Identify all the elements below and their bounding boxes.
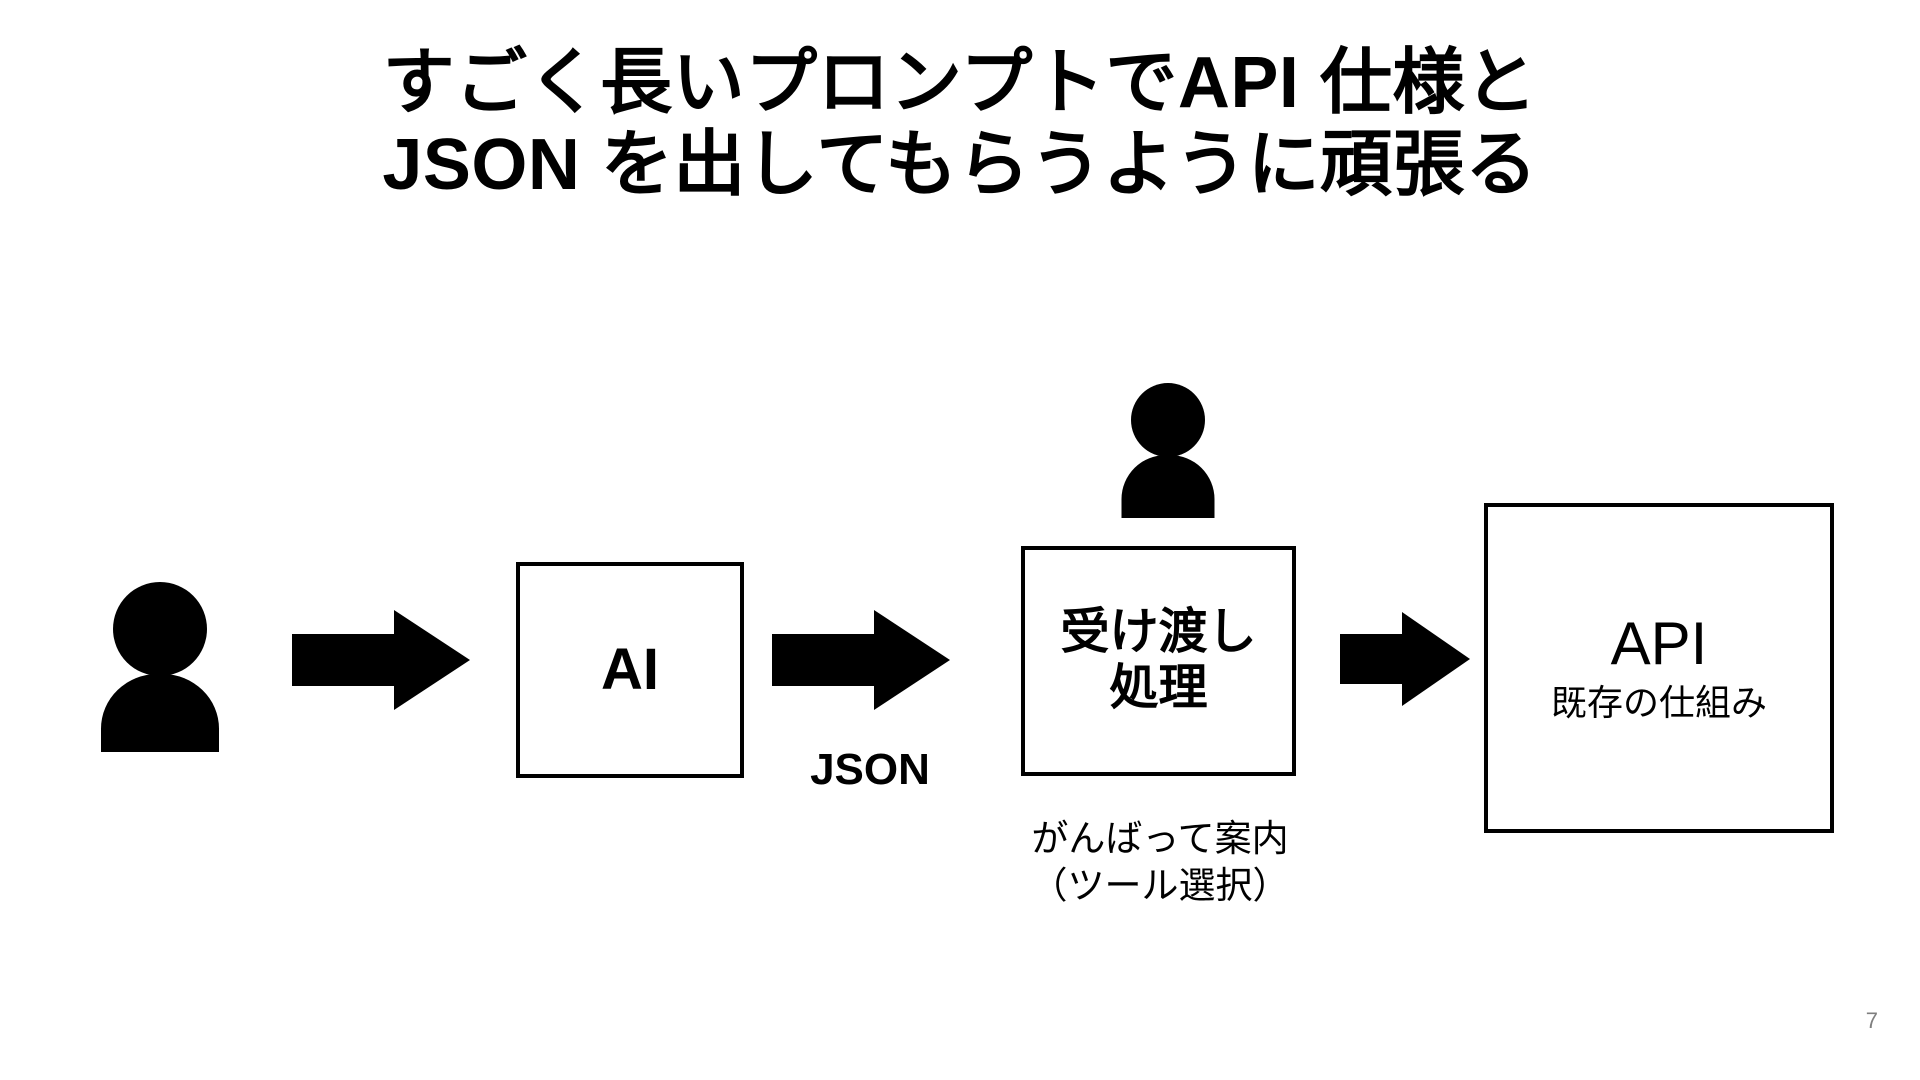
arrow-shaft (292, 634, 402, 686)
node-handoff-label-line-2: 処理 (1109, 661, 1208, 715)
page-title-line-1: すごく長いプロンプトでAPI 仕様と (382, 43, 1538, 123)
node-handoff[interactable]: 受け渡し 処理 (1021, 546, 1296, 776)
edge-label-json: JSON (810, 745, 930, 794)
page-number: 7 (1865, 1008, 1878, 1033)
node-handoff-caption-line-1: がんばって案内 (1031, 818, 1289, 859)
node-api[interactable]: API 既存の仕組み (1484, 503, 1834, 833)
node-api-sublabel: 既存の仕組み (1550, 681, 1767, 723)
person-head-shape (113, 582, 207, 676)
person-head-shape (1130, 383, 1205, 457)
node-api-label: API (1610, 609, 1708, 677)
arrow-shaft (1340, 634, 1410, 684)
arrow-shaft (772, 634, 882, 686)
node-handoff-caption-line-2: （ツール選択） (1030, 865, 1290, 907)
node-ai[interactable]: AI (516, 562, 744, 778)
page-title-line-2: JSON を出してもらうように頑張る (382, 125, 1538, 206)
arrow-head (394, 610, 470, 710)
page-title: すごく長いプロンプトでAPI 仕様と JSON を出してもらうように頑張る (0, 42, 1920, 206)
arrow-head (1402, 612, 1470, 706)
node-handoff-label-line-1: 受け渡し (1060, 605, 1257, 660)
node-ai-label: AI (601, 637, 659, 702)
person-icon-developer (1120, 383, 1215, 518)
person-body-shape (1121, 455, 1214, 518)
arrow-head (874, 610, 950, 710)
person-icon-user (100, 582, 220, 752)
node-handoff-caption: がんばって案内 （ツール選択） (955, 815, 1365, 910)
person-body-shape (101, 674, 219, 752)
